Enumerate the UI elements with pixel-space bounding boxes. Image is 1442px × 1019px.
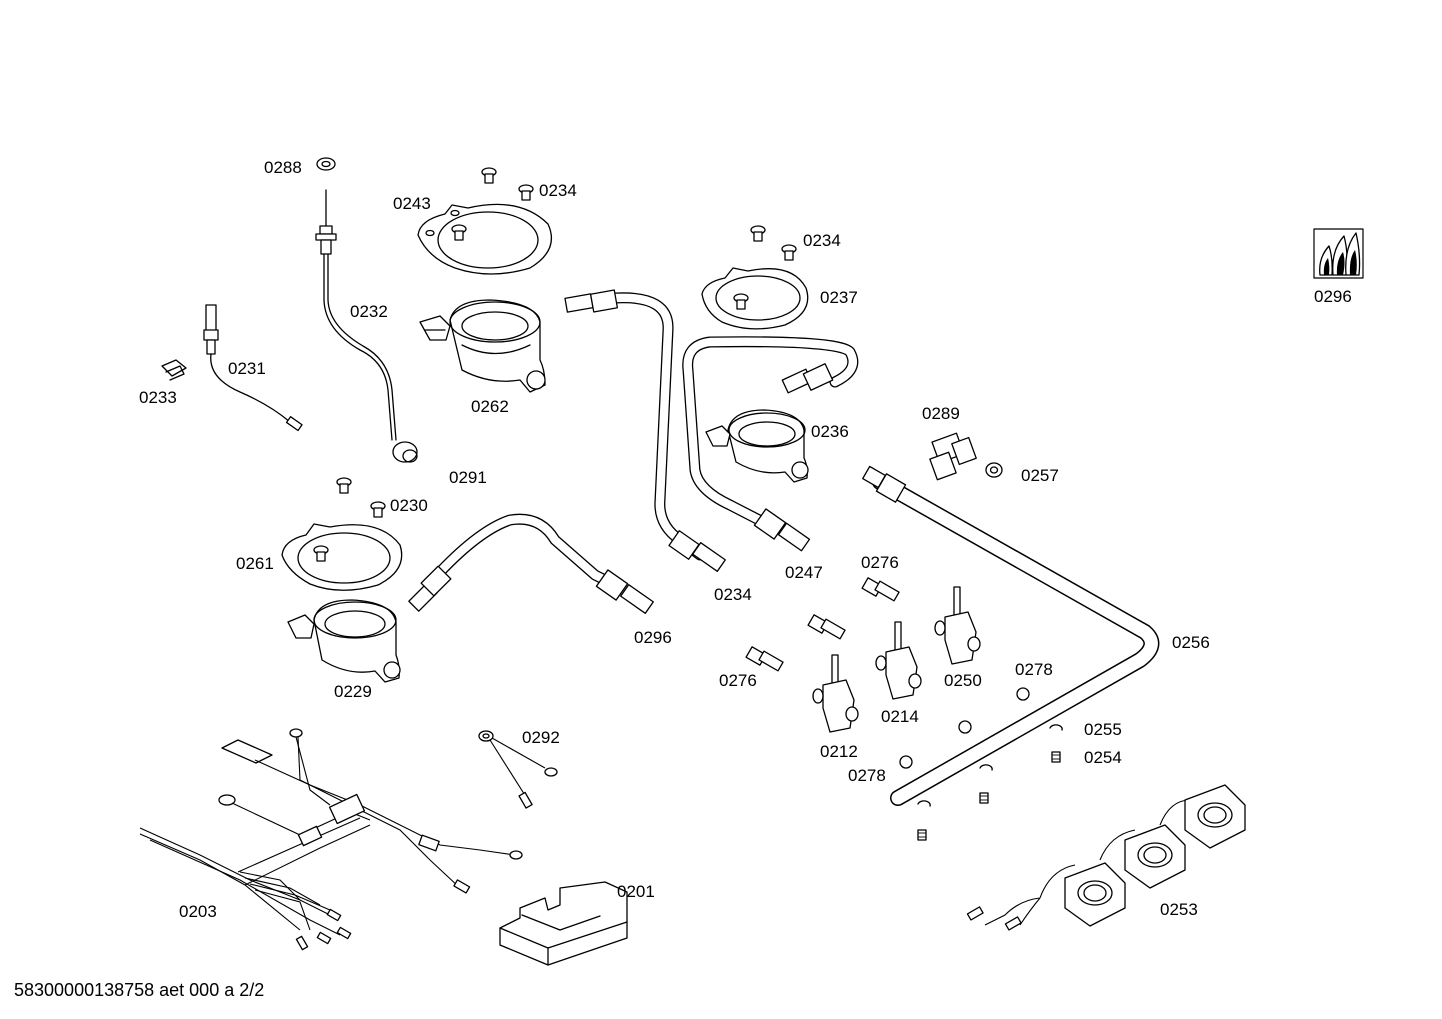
gas-tube-middle[interactable]: [564, 289, 726, 572]
thermocouple-nut-ring[interactable]: [316, 157, 336, 171]
label-0212: 0212: [820, 742, 858, 761]
ignition-switch-assembly[interactable]: [966, 784, 1246, 931]
label-0262: 0262: [471, 397, 509, 416]
electrode-clip[interactable]: [161, 359, 187, 381]
nut-upper[interactable]: [958, 687, 1030, 734]
label-0289: 0289: [922, 404, 960, 423]
gasket-top-left[interactable]: [417, 203, 553, 275]
screw-top-left[interactable]: [481, 167, 534, 201]
label-0278-b: 0278: [848, 766, 886, 785]
label-0254: 0254: [1084, 748, 1122, 767]
label-0237: 0237: [820, 288, 858, 307]
label-0234-c: 0230: [390, 496, 428, 515]
label-0234-b: 0234: [803, 231, 841, 250]
circlip[interactable]: [917, 724, 1063, 807]
label-0201: 0201: [617, 882, 655, 901]
label-0288: 0288: [264, 158, 302, 177]
flame-logo-icon: [1313, 228, 1364, 279]
spring[interactable]: [917, 751, 1061, 841]
exploded-parts-diagram: 0288 0232 0291 0231 0233 0234: [139, 157, 1364, 966]
gas-valve-middle[interactable]: [875, 621, 922, 700]
label-0256: 0256: [1172, 633, 1210, 652]
label-0241: 0234: [714, 585, 752, 604]
label-0231: 0231: [228, 359, 266, 378]
main-gas-rail[interactable]: [862, 465, 1160, 806]
burner-cup-top[interactable]: [419, 299, 546, 393]
gas-tube-right[interactable]: [682, 336, 859, 552]
gas-valve-right[interactable]: [934, 586, 981, 665]
gas-tube-lower[interactable]: [408, 513, 654, 614]
burner-cup-lower-left[interactable]: [287, 599, 401, 683]
label-0229: 0296: [634, 628, 672, 647]
label-0234-a: 0234: [539, 181, 577, 200]
ignition-electrode[interactable]: [203, 304, 303, 432]
label-0257: 0257: [1021, 466, 1059, 485]
document-id: 58300000138758 aet 000 a 2/2: [14, 980, 265, 1000]
label-0253: 0253: [1160, 900, 1198, 919]
injector-upper[interactable]: [807, 577, 900, 640]
seal-ring[interactable]: [985, 462, 1003, 478]
label-0276-a: 0276: [861, 553, 899, 572]
earth-wire[interactable]: [478, 730, 558, 809]
thermocouple-wire[interactable]: [315, 189, 418, 463]
burner-cup-right[interactable]: [705, 409, 809, 483]
label-0292: 0292: [522, 728, 560, 747]
gasket-lower-left[interactable]: [281, 523, 403, 591]
label-0236: 0236: [811, 422, 849, 441]
label-0296: 0296: [1314, 287, 1352, 306]
label-0291: 0291: [449, 468, 487, 487]
label-0261: 0229: [334, 682, 372, 701]
label-0247: 0247: [785, 563, 823, 582]
label-0214: 0214: [881, 707, 919, 726]
nut-lower[interactable]: [899, 755, 913, 769]
label-0233: 0233: [139, 388, 177, 407]
screw-top-right[interactable]: [750, 225, 797, 261]
injector-lower[interactable]: [745, 646, 784, 672]
label-0276-b: 0276: [719, 671, 757, 690]
spark-generator[interactable]: [499, 881, 628, 966]
label-0230: 0261: [236, 554, 274, 573]
elbow-fitting[interactable]: [929, 432, 977, 481]
wiring-harness[interactable]: [139, 728, 523, 951]
label-0232: 0232: [350, 302, 388, 321]
gas-valve-left[interactable]: [812, 654, 859, 733]
label-0255: 0255: [1084, 720, 1122, 739]
screw-lower-left[interactable]: [336, 477, 386, 518]
gasket-right[interactable]: [701, 267, 809, 330]
label-0278-a: 0278: [1015, 660, 1053, 679]
label-0203: 0203: [179, 902, 217, 921]
label-0250: 0250: [944, 671, 982, 690]
label-0243: 0243: [393, 194, 431, 213]
